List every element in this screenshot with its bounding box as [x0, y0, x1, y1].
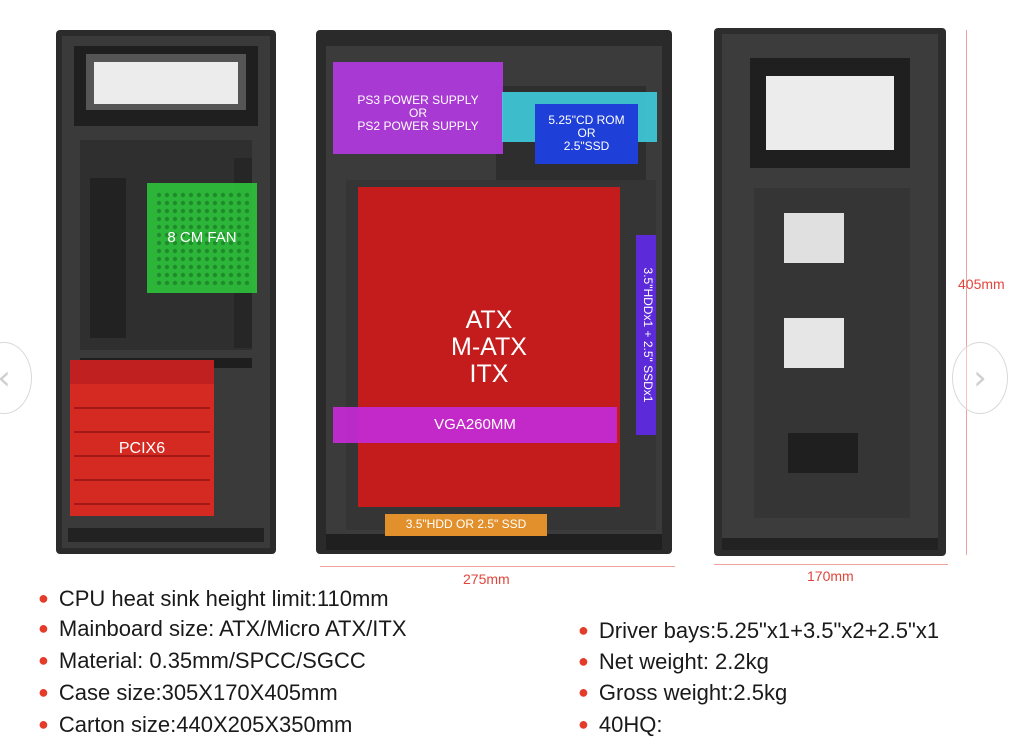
spec-item: ●Case size:305X170X405mm: [38, 680, 338, 705]
depth-dimension-label: 275mm: [463, 571, 510, 587]
pci-slots-zone: [70, 360, 214, 516]
cdrom-zone: [535, 104, 638, 164]
other-side-case-image: [714, 28, 946, 556]
psu-zone: [333, 62, 503, 154]
spec-item: ●CPU heat sink height limit:110mm: [38, 586, 389, 611]
hdd-side-label: 3.5"HDDx1 + 2.5" SSDx1: [641, 267, 655, 403]
board-label-line2: M-ATX: [451, 333, 527, 361]
motherboard-zone: [358, 187, 620, 507]
vga-zone: [333, 407, 617, 443]
spec-item: ●40HQ:: [578, 712, 663, 737]
width-dimension-label: 170mm: [807, 568, 854, 584]
spec-item: ●Mainboard size: ATX/Micro ATX/ITX: [38, 616, 407, 641]
width-dimension-line: [714, 564, 948, 565]
hdd-bottom-label: 3.5"HDD OR 2.5" SSD: [405, 517, 527, 531]
depth-dimension-line: [320, 566, 675, 567]
hdd-bottom-zone: [385, 514, 547, 536]
height-dimension-label: 405mm: [958, 276, 1005, 292]
board-label-line1: ATX: [465, 306, 513, 334]
spec-item: ●Net weight: 2.2kg: [578, 649, 769, 674]
chevron-left-icon: ‹: [0, 358, 11, 398]
board-label-line3: ITX: [469, 360, 509, 388]
prev-slide-button[interactable]: ‹: [0, 342, 32, 414]
psu-label-line2: OR: [409, 106, 427, 120]
pci-slots-icon: [70, 360, 214, 505]
psu-label-line3: PS2 POWER SUPPLY: [357, 119, 479, 133]
vga-label: VGA260MM: [434, 416, 516, 433]
spec-item: ●Carton size:440X205X350mm: [38, 712, 353, 737]
pci-label: PCIX6: [118, 440, 166, 457]
cdrom-label-line2: OR: [577, 126, 596, 140]
spec-item: ●Material: 0.35mm/SPCC/SGCC: [38, 648, 366, 673]
spec-item: ●Gross weight:2.5kg: [578, 680, 788, 705]
fan-label: 8 CM FAN: [167, 229, 237, 246]
cdrom-label-line3: 2.5"SSD: [563, 139, 610, 153]
chevron-right-icon: ›: [973, 358, 987, 398]
fan-grille-icon: [155, 191, 249, 285]
cdrom-label-line1: 5.25"CD ROM: [548, 113, 625, 127]
height-dimension-line: [966, 30, 967, 555]
hdd-side-zone: [636, 235, 656, 435]
next-slide-button[interactable]: ›: [952, 342, 1008, 414]
spec-item: ●Driver bays:5.25"x1+3.5"x2+2.5"x1: [578, 618, 940, 643]
psu-label-line1: PS3 POWER SUPPLY: [357, 93, 479, 107]
